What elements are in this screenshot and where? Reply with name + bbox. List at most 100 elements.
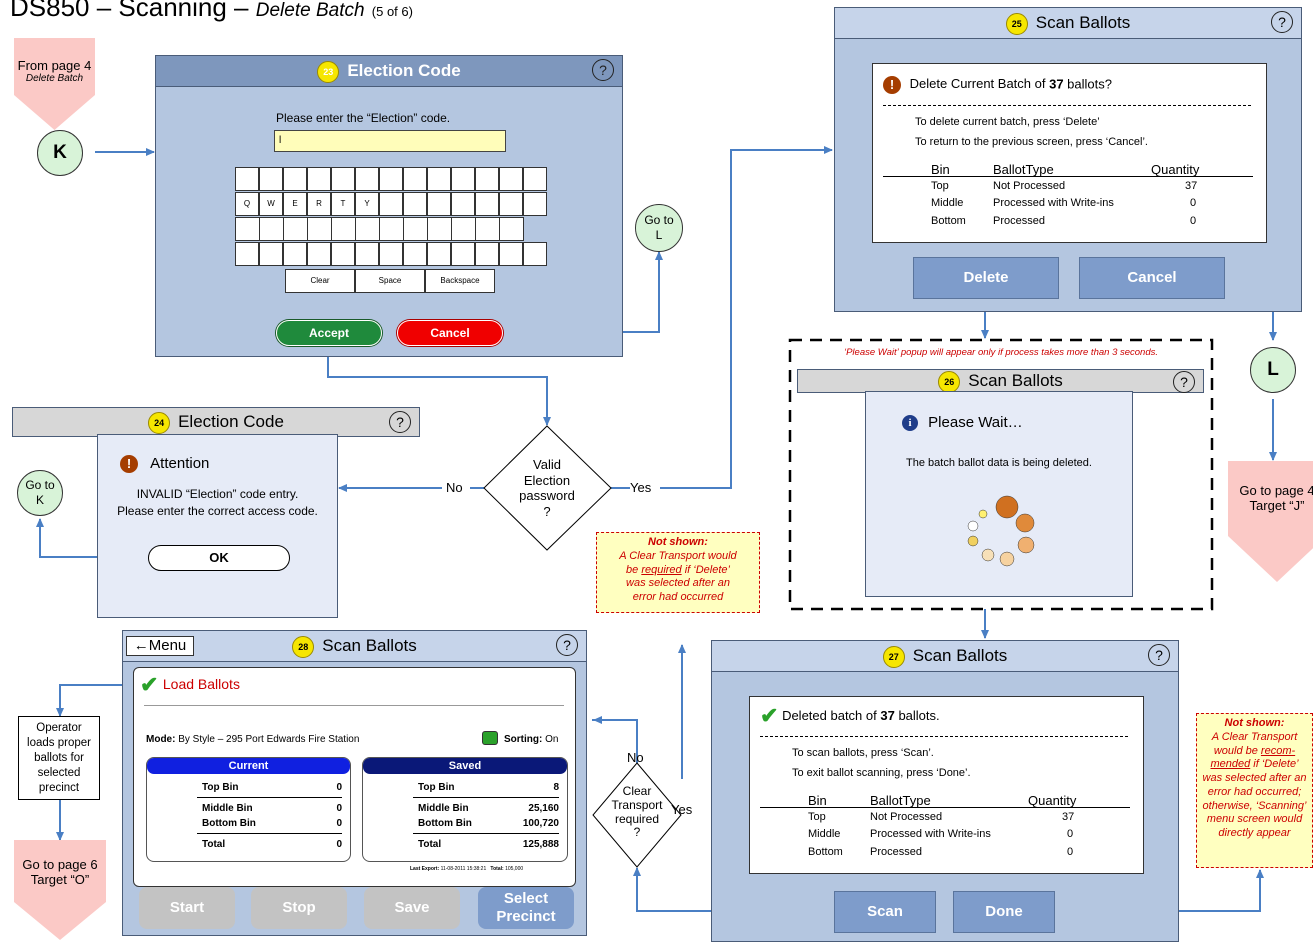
election-code-input[interactable]: l	[274, 130, 506, 152]
info-icon: i	[902, 415, 918, 432]
deleted-confirm-panel: ✔ Deleted batch of 37 ballots. To scan b…	[749, 696, 1144, 874]
blank-key[interactable]	[403, 192, 427, 216]
blank-key[interactable]	[403, 217, 428, 241]
blank-key[interactable]	[427, 192, 451, 216]
key-T[interactable]: T	[331, 192, 355, 216]
cancel-button[interactable]: Cancel	[1079, 257, 1225, 299]
key-Y[interactable]: Y	[355, 192, 379, 216]
blank-key[interactable]	[235, 217, 260, 241]
page-title: DS850 – Scanning – Delete Batch (5 of 6)	[10, 0, 413, 22]
blank-key[interactable]	[283, 167, 307, 191]
blank-key[interactable]	[355, 217, 380, 241]
scan-button[interactable]: Scan	[834, 891, 936, 933]
help-icon[interactable]: ?	[556, 634, 578, 656]
start-button[interactable]: Start	[139, 887, 235, 929]
blank-key[interactable]	[283, 242, 307, 266]
note-not-shown-required: Not shown: A Clear Transport would be re…	[596, 532, 760, 613]
blank-key[interactable]	[427, 167, 451, 191]
key-W[interactable]: W	[259, 192, 283, 216]
blank-key[interactable]	[379, 192, 403, 216]
wait-note: ‘Please Wait’ popup will appear only if …	[843, 347, 1159, 358]
blank-key[interactable]	[427, 242, 451, 266]
blank-key[interactable]	[475, 242, 499, 266]
blank-key[interactable]	[259, 242, 283, 266]
blank-key[interactable]	[379, 242, 403, 266]
blank-key[interactable]	[451, 167, 475, 191]
screen-26-dialog: i Please Wait… The batch ballot data is …	[865, 391, 1133, 597]
stop-button[interactable]: Stop	[251, 887, 347, 929]
decision-valid-password	[483, 425, 612, 551]
ok-button[interactable]: OK	[148, 545, 290, 571]
last-export-text: Last Export: 11-08-2011 15:38:21 Total: …	[410, 866, 524, 872]
blank-key[interactable]	[331, 217, 356, 241]
warning-icon: !	[883, 76, 901, 94]
blank-key[interactable]	[355, 242, 379, 266]
blank-key[interactable]	[331, 242, 355, 266]
help-icon[interactable]: ?	[1148, 644, 1170, 666]
blank-key[interactable]	[283, 217, 308, 241]
back-arrow-icon: ←	[133, 637, 149, 654]
blank-key[interactable]	[355, 167, 379, 191]
blank-key[interactable]	[427, 217, 452, 241]
decision-clear-transport	[592, 762, 682, 868]
blank-key[interactable]	[259, 167, 283, 191]
blank-key[interactable]	[235, 242, 259, 266]
done-button[interactable]: Done	[953, 891, 1055, 933]
scan-ballots-panel: ✔ Load Ballots Mode: By Style – 295 Port…	[133, 667, 576, 887]
blank-key[interactable]	[403, 167, 427, 191]
blank-key[interactable]	[499, 242, 523, 266]
blank-key[interactable]	[451, 242, 475, 266]
keyboard: Q W E R T Y Clear Space Backspace	[235, 167, 547, 297]
blank-key[interactable]	[523, 242, 547, 266]
blank-key[interactable]	[499, 217, 524, 241]
key-E[interactable]: E	[283, 192, 307, 216]
delete-confirm-panel: ! Delete Current Batch of 37 ballots? To…	[872, 63, 1267, 243]
clear-key[interactable]: Clear	[285, 269, 355, 293]
key-Q[interactable]: Q	[235, 192, 259, 216]
blank-key[interactable]	[523, 192, 547, 216]
sorting-icon	[482, 731, 498, 745]
blank-key[interactable]	[451, 192, 475, 216]
help-icon[interactable]: ?	[389, 411, 411, 433]
accept-button[interactable]: Accept	[276, 320, 382, 346]
blank-key[interactable]	[307, 167, 331, 191]
blank-key[interactable]	[523, 167, 547, 191]
blank-key[interactable]	[499, 192, 523, 216]
blank-key[interactable]	[307, 242, 331, 266]
help-icon[interactable]: ?	[592, 59, 614, 81]
blank-key[interactable]	[259, 217, 284, 241]
save-button[interactable]: Save	[364, 887, 460, 929]
key-R[interactable]: R	[307, 192, 331, 216]
blank-key[interactable]	[475, 167, 499, 191]
space-key[interactable]: Space	[355, 269, 425, 293]
delete-button[interactable]: Delete	[913, 257, 1059, 299]
connector-k: K	[37, 130, 83, 176]
blank-key[interactable]	[331, 167, 355, 191]
help-icon[interactable]: ?	[1271, 11, 1293, 33]
blank-key[interactable]	[499, 167, 523, 191]
checkmark-icon: ✔	[760, 703, 779, 728]
blank-key[interactable]	[475, 217, 500, 241]
blank-key[interactable]	[379, 217, 404, 241]
blank-key[interactable]	[475, 192, 499, 216]
cancel-button[interactable]: Cancel	[397, 320, 503, 346]
blank-key[interactable]	[403, 242, 427, 266]
blank-key[interactable]	[451, 217, 476, 241]
blank-key[interactable]	[307, 217, 332, 241]
blank-key[interactable]	[379, 167, 403, 191]
backspace-key[interactable]: Backspace	[425, 269, 495, 293]
help-icon[interactable]: ?	[1173, 371, 1195, 393]
menu-button[interactable]: ←Menu	[126, 636, 194, 656]
blank-key[interactable]	[235, 167, 259, 191]
